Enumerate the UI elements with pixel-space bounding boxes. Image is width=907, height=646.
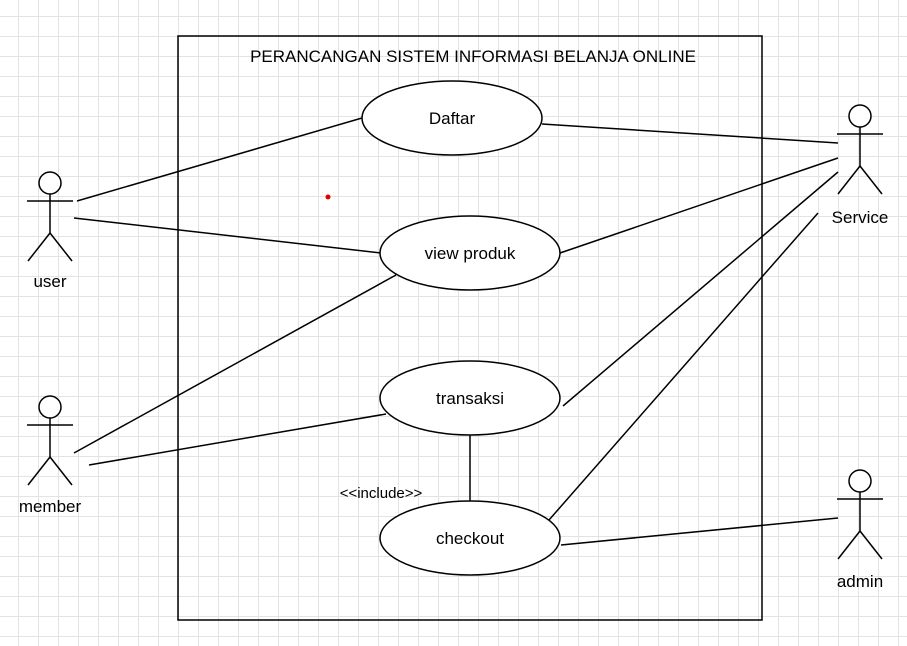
- system-title: PERANCANGAN SISTEM INFORMASI BELANJA ONL…: [250, 47, 696, 66]
- actor-leg-left: [27, 456, 51, 486]
- actor-leg-left: [27, 232, 51, 262]
- use-case-ellipse: [379, 215, 561, 291]
- actor-service[interactable]: [837, 104, 883, 195]
- actor-label-user: user: [33, 272, 66, 291]
- assoc-member-view-produk: [73, 274, 397, 454]
- actor-leg-right: [859, 165, 883, 195]
- actor-label-member: member: [19, 497, 82, 516]
- use-case-label: Daftar: [429, 109, 476, 128]
- include-stereotype-label: <<include>>: [340, 485, 423, 502]
- use-case-label: transaksi: [436, 389, 504, 408]
- actor-member[interactable]: [27, 395, 73, 486]
- assoc-member-transaksi: [88, 413, 387, 466]
- actor-head: [38, 171, 62, 195]
- assoc-admin-checkout: [560, 517, 839, 546]
- assoc-service-view-produk: [559, 157, 839, 254]
- actor-user[interactable]: [27, 171, 73, 262]
- assoc-service-transaksi: [562, 171, 839, 407]
- assoc-service-checkout: [548, 212, 819, 521]
- actor-leg-right: [49, 232, 73, 262]
- red-marker-dot: [325, 194, 331, 200]
- use-case-ellipse: [361, 80, 543, 156]
- use-case-label: checkout: [436, 529, 504, 548]
- actor-head: [848, 104, 872, 128]
- use-case-view-produk[interactable]: view produk: [379, 215, 561, 291]
- actor-label-admin: admin: [837, 572, 883, 591]
- use-case-ellipse: [379, 360, 561, 436]
- actor-label-service: Service: [832, 208, 889, 227]
- use-case-ellipse: [379, 500, 561, 576]
- actor-leg-right: [49, 456, 73, 486]
- system-boundary: [177, 35, 763, 621]
- use-case-transaksi[interactable]: transaksi: [379, 360, 561, 436]
- actor-leg-right: [859, 530, 883, 560]
- actor-leg-left: [837, 165, 861, 195]
- actor-head: [848, 469, 872, 493]
- use-case-checkout[interactable]: checkout: [379, 500, 561, 576]
- association-lines: [73, 117, 839, 546]
- use-case-label: view produk: [425, 244, 516, 263]
- actor-head: [38, 395, 62, 419]
- assoc-user-view-produk: [73, 217, 382, 254]
- actor-leg-left: [837, 530, 861, 560]
- assoc-user-daftar: [76, 117, 363, 202]
- actor-admin[interactable]: [837, 469, 883, 560]
- assoc-service-daftar: [541, 123, 839, 144]
- use-case-daftar[interactable]: Daftar: [361, 80, 543, 156]
